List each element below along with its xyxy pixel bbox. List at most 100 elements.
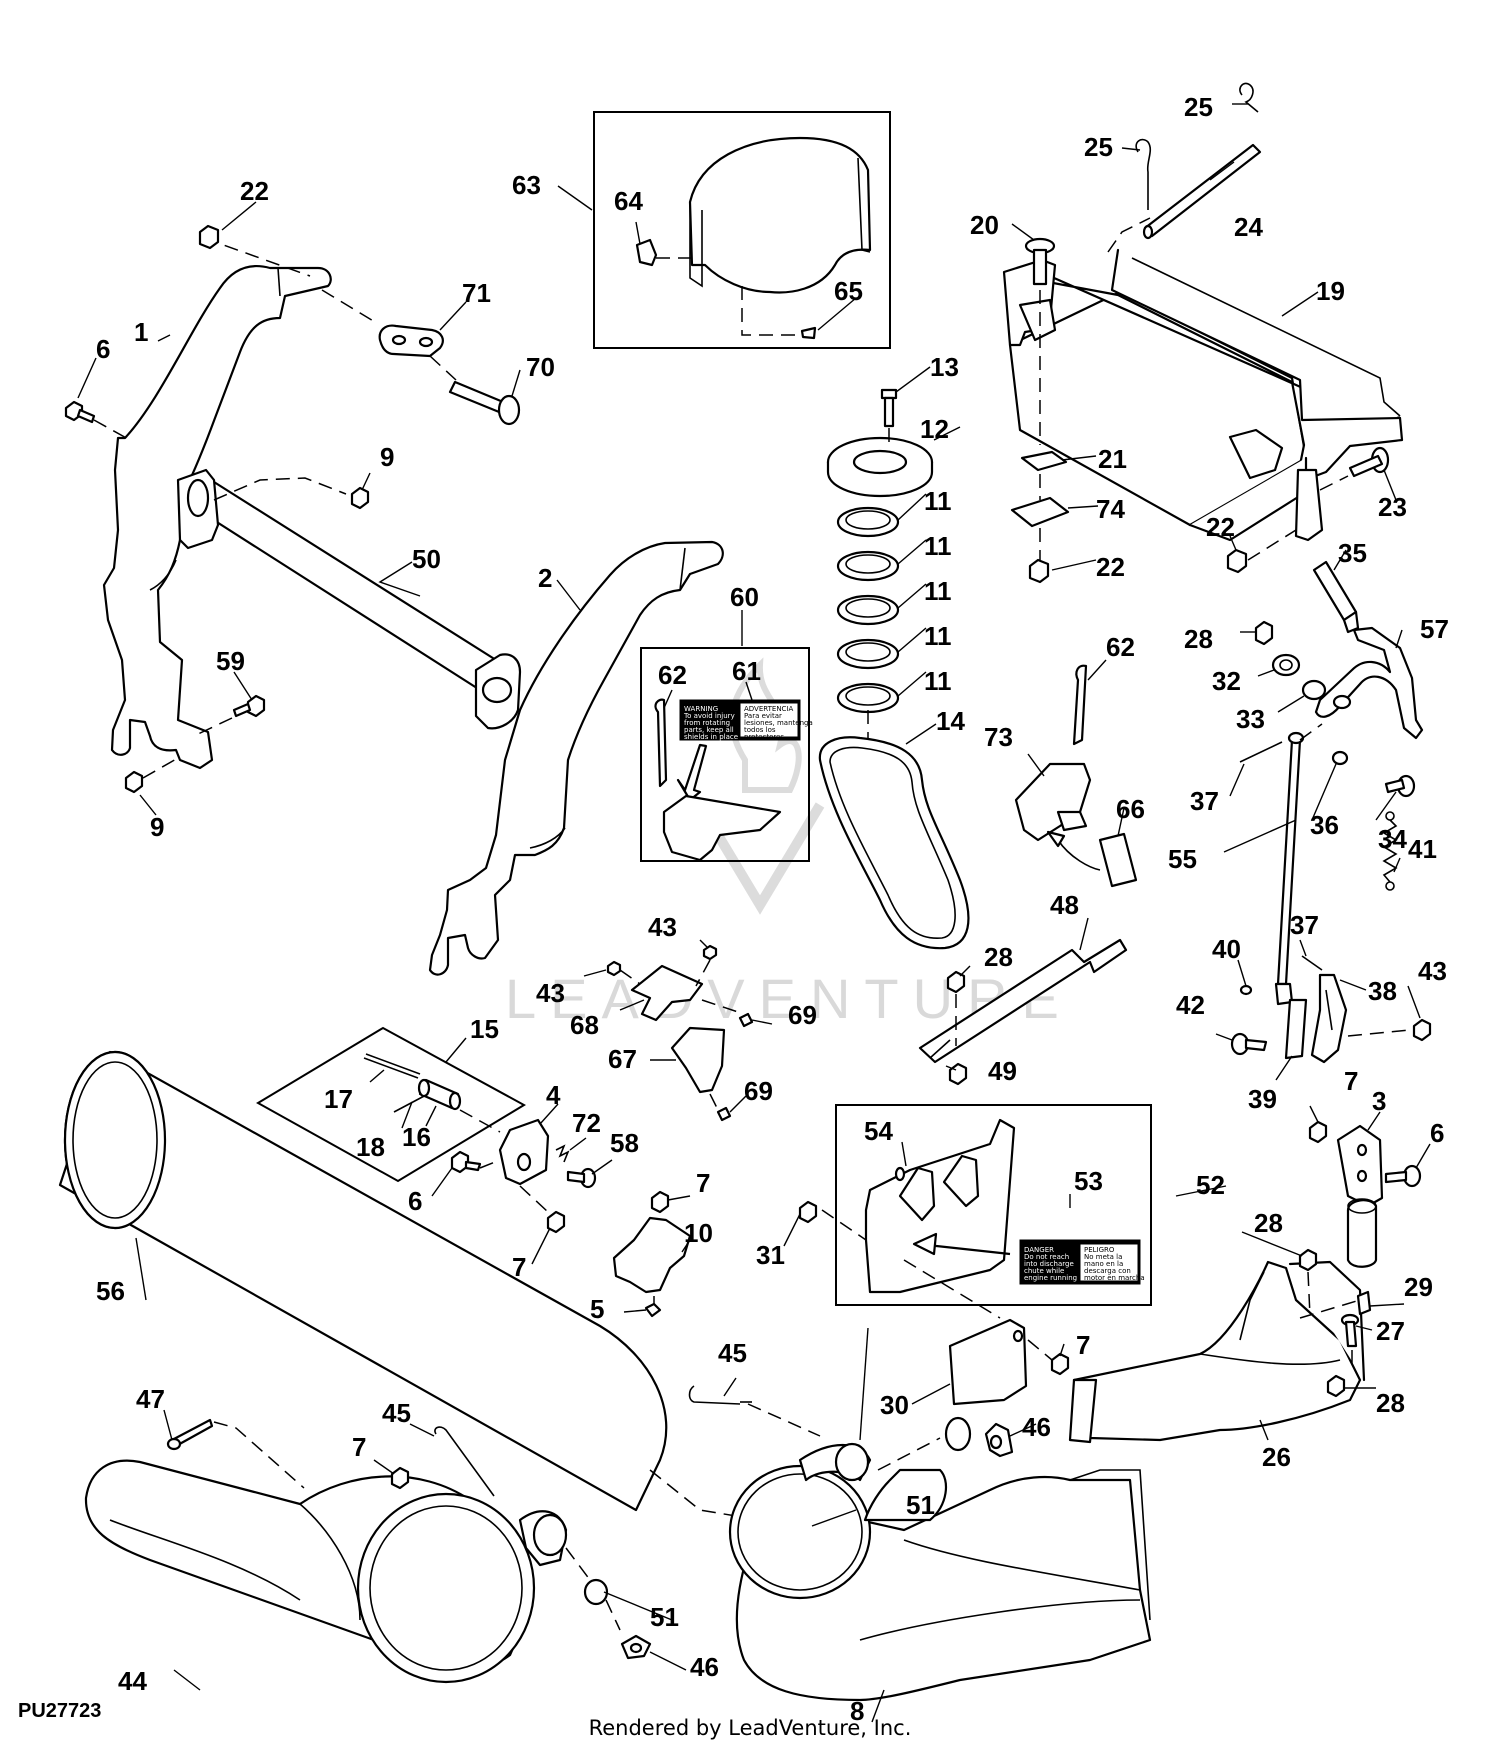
inset-box-15 <box>256 1026 527 1183</box>
part-17-pin <box>363 1053 421 1079</box>
decal-53-left-line5: engine running <box>1024 1274 1077 1282</box>
part-50-cross-tube <box>176 468 522 730</box>
callout-72: 72 <box>572 1108 601 1138</box>
callout-59: 59 <box>216 646 245 676</box>
callout-38: 38 <box>1368 976 1397 1006</box>
callout-6-right: 6 <box>1430 1118 1444 1148</box>
callout-31: 31 <box>756 1240 785 1270</box>
part-63-chute-cover <box>635 136 872 340</box>
decal-61-left-line2: To avoid injury <box>683 712 735 720</box>
callout-53: 53 <box>1074 1166 1103 1196</box>
callout-7-elbow: 7 <box>352 1432 366 1462</box>
callout-23: 23 <box>1378 492 1407 522</box>
part-58-bolt <box>566 1167 597 1189</box>
callout-58: 58 <box>610 1128 639 1158</box>
part-7-nut-elbow <box>390 1466 410 1490</box>
part-74-square-washer <box>1010 496 1070 528</box>
decal-61-right-line2: Para evitar <box>744 712 782 720</box>
callout-60: 60 <box>730 582 759 612</box>
part-48-strap <box>918 938 1128 1064</box>
part-44-clamp <box>518 1510 568 1567</box>
part-3-hinge-bracket <box>1336 1124 1384 1268</box>
part-7-nut-right-bracket <box>1308 1120 1328 1144</box>
part-28-nut-linkage-upper <box>1254 620 1274 646</box>
callout-11-2: 11 <box>924 531 952 561</box>
callout-28-deflector-top: 28 <box>1254 1208 1283 1238</box>
part-65-screw <box>800 326 817 340</box>
part-33-washer <box>1301 679 1327 701</box>
decal-53-right-line4: descarga con <box>1084 1267 1131 1275</box>
part-16-roller <box>417 1078 462 1111</box>
render-credit: Rendered by LeadVenture, Inc. <box>588 1716 912 1740</box>
part-73-latch-bracket <box>1014 762 1092 842</box>
part-64-clip <box>635 238 658 267</box>
decal-61-right-line3: lesiones, mantenga <box>744 719 813 727</box>
callout-45-lower: 45 <box>382 1398 411 1428</box>
callout-50: 50 <box>412 544 441 574</box>
callout-48: 48 <box>1050 890 1079 920</box>
callout-41: 41 <box>1408 834 1437 864</box>
part-56-discharge-tube <box>58 1050 668 1512</box>
callout-8: 8 <box>850 1696 864 1726</box>
part-32-bushing <box>1271 653 1301 677</box>
part-39-link <box>1284 998 1308 1060</box>
part-41-spring <box>1382 811 1398 891</box>
callout-20: 20 <box>970 210 999 240</box>
part-11-spacers <box>836 506 900 714</box>
part-51-washer-upper <box>944 1416 972 1452</box>
part-28-nut-strap <box>946 970 966 994</box>
part-37-cotter-upper <box>1239 741 1283 763</box>
part-43-nut-right <box>1412 1018 1432 1042</box>
callout-25-lower: 25 <box>1084 132 1113 162</box>
callout-44: 44 <box>118 1666 147 1696</box>
callout-46-lower: 46 <box>690 1652 719 1682</box>
callout-62-inset: 62 <box>658 660 687 690</box>
part-22-nut-hitch-right <box>1226 548 1248 574</box>
part-25-hair-pin-lower <box>1135 138 1152 210</box>
part-10-deflector-bracket <box>612 1216 692 1294</box>
part-59-bolt <box>232 694 266 718</box>
part-12-pulley <box>826 436 934 498</box>
callout-39: 39 <box>1248 1084 1277 1114</box>
callout-22-upper-left: 22 <box>240 176 269 206</box>
part-13-bolt <box>880 388 898 428</box>
callout-33: 33 <box>1236 704 1265 734</box>
part-7-nut-upper-10 <box>650 1190 670 1214</box>
decal-53-left-line2: Do not reach <box>1024 1253 1069 1261</box>
callout-9-lower: 9 <box>150 812 164 842</box>
part-28-nut-deflector-top <box>1298 1248 1318 1272</box>
part-36-washer <box>1331 750 1349 766</box>
part-42-bolt <box>1230 1032 1268 1056</box>
decal-61-left-line5: shields in place <box>684 733 738 741</box>
callout-7-above-10: 7 <box>696 1168 710 1198</box>
callout-17: 17 <box>324 1084 353 1114</box>
part-9-nut-lower <box>124 770 144 794</box>
callout-42: 42 <box>1176 990 1205 1020</box>
callout-70: 70 <box>526 352 555 382</box>
part-67-bracket <box>670 1026 726 1094</box>
callout-11-5: 11 <box>924 666 952 696</box>
part-26-deflector <box>1068 1260 1366 1444</box>
part-44-elbow <box>84 1459 536 1684</box>
callout-7-mid: 7 <box>512 1252 526 1282</box>
part-28-nut-deflector-bottom <box>1326 1374 1346 1398</box>
part-68-bracket <box>630 964 704 1022</box>
part-1-left-bracket <box>102 264 332 770</box>
part-29-bolt <box>1356 1290 1372 1316</box>
callout-61: 61 <box>732 656 761 686</box>
decal-61-left-line1: WARNING <box>684 705 718 713</box>
part-35-grip <box>1312 560 1360 634</box>
callout-27: 27 <box>1376 1316 1405 1346</box>
part-23-bolt <box>1348 446 1390 478</box>
callout-1: 1 <box>134 317 148 347</box>
callout-7-right: 7 <box>1344 1066 1358 1096</box>
decal-53-right-line1: PELIGRO <box>1084 1246 1115 1254</box>
callout-29: 29 <box>1404 1272 1433 1302</box>
part-66-decal-small <box>1098 832 1138 888</box>
part-7-nut-plate30 <box>1050 1352 1070 1376</box>
callout-16: 16 <box>402 1122 431 1152</box>
callout-68: 68 <box>570 1010 599 1040</box>
part-37-cotter-lower <box>1301 955 1323 971</box>
